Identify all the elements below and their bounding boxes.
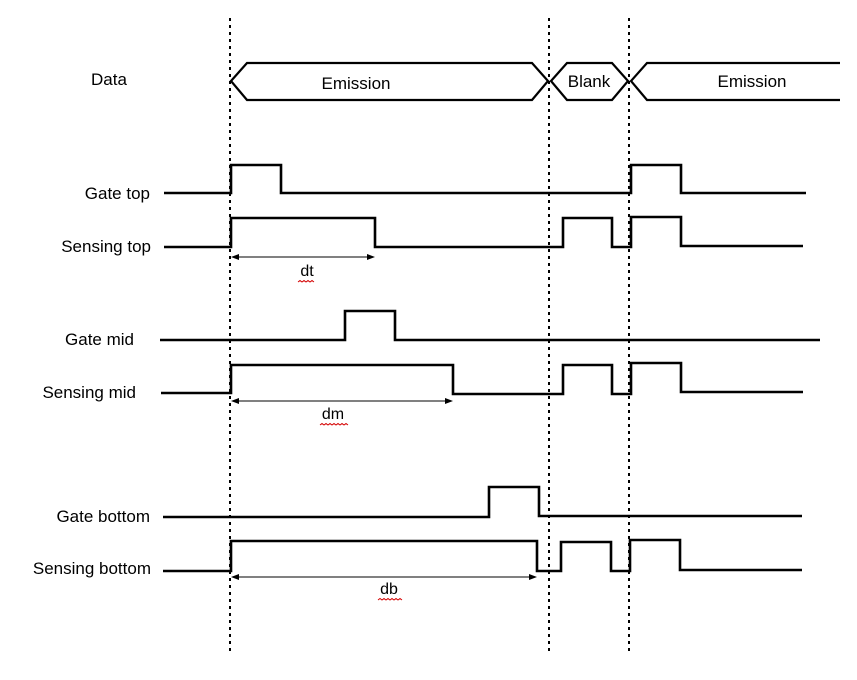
delay-top-label: dt bbox=[300, 263, 314, 280]
spellcheck-underline bbox=[298, 281, 314, 283]
data-segment-label-blank: Blank bbox=[568, 72, 611, 91]
gate-bottom-waveform bbox=[163, 487, 802, 517]
gate-top-waveform bbox=[164, 165, 806, 193]
sensing-top-label: Sensing top bbox=[61, 237, 151, 256]
delay-top-arrowhead-left bbox=[231, 254, 239, 260]
delay-mid-arrowhead-left bbox=[231, 398, 239, 404]
sensing-mid-label: Sensing mid bbox=[42, 383, 136, 402]
delay-top-arrowhead-right bbox=[367, 254, 375, 260]
gate-bottom-label: Gate bottom bbox=[56, 507, 150, 526]
sensing-bottom-waveform bbox=[163, 540, 802, 571]
data-segment-label-emission-1: Emission bbox=[322, 74, 391, 93]
delay-bottom-arrowhead-left bbox=[231, 574, 239, 580]
delay-bottom-arrowhead-right bbox=[529, 574, 537, 580]
data-row-label: Data bbox=[91, 70, 127, 89]
delay-mid-label: dm bbox=[322, 406, 344, 423]
delay-bottom-label: db bbox=[380, 581, 398, 598]
sensing-bottom-label: Sensing bottom bbox=[33, 559, 151, 578]
gate-mid-waveform bbox=[160, 311, 820, 340]
spellcheck-underline bbox=[320, 424, 348, 426]
delay-mid-arrowhead-right bbox=[445, 398, 453, 404]
data-segment-label-emission-2: Emission bbox=[718, 72, 787, 91]
sensing-mid-waveform bbox=[161, 363, 803, 394]
sensing-top-waveform bbox=[164, 217, 803, 247]
spellcheck-underline bbox=[378, 599, 402, 601]
gate-mid-label: Gate mid bbox=[65, 330, 134, 349]
gate-top-label: Gate top bbox=[85, 184, 150, 203]
